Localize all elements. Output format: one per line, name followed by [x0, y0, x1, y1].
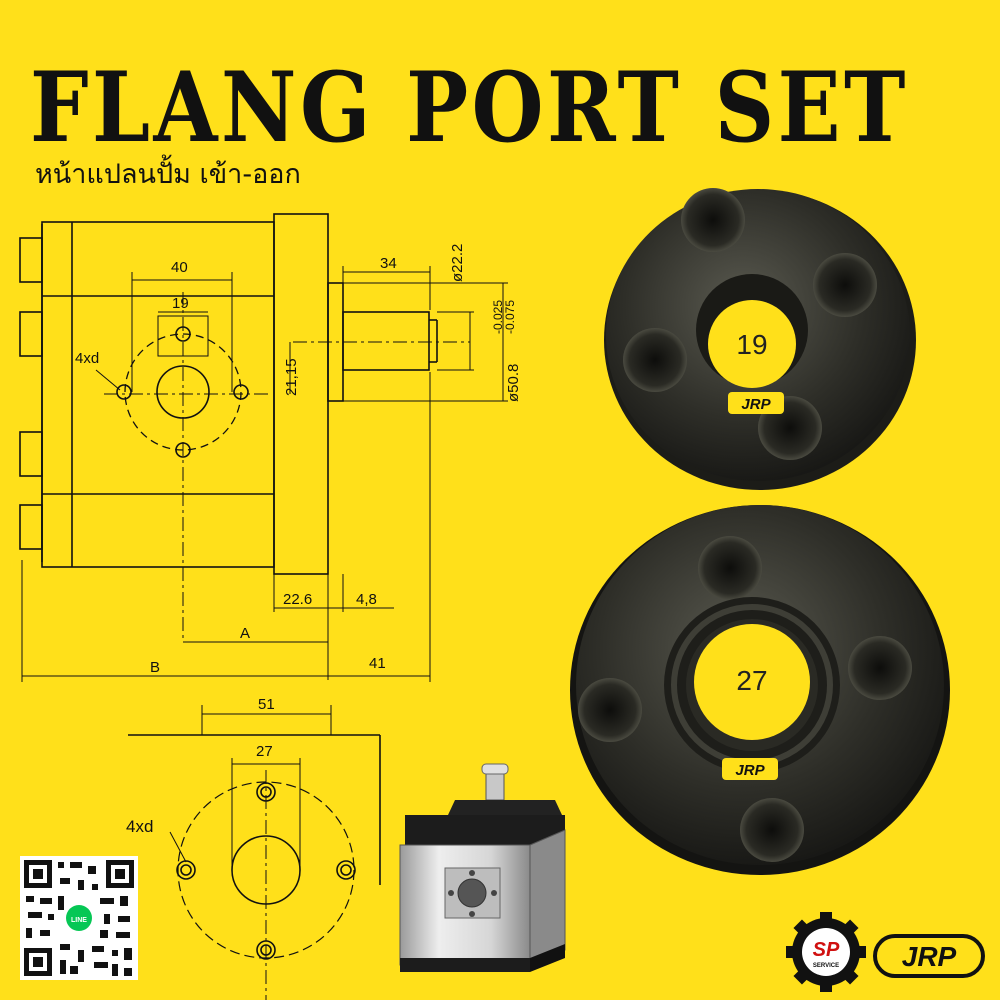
dim-27: 27	[256, 743, 273, 760]
dim-51: 51	[258, 696, 275, 713]
sp-logo-text: SP	[813, 939, 840, 961]
flange-19-label: 19	[736, 329, 767, 360]
flange-19-brand: JRP	[741, 396, 771, 413]
line-app-icon	[66, 905, 92, 931]
dim-21-15: 21,15	[283, 358, 300, 396]
dim-4-8: 4,8	[356, 591, 377, 608]
dim-B: B	[150, 659, 160, 676]
flange-27-bore	[694, 624, 810, 740]
line-icon-text: LINE	[71, 917, 87, 924]
flange-19-photo: 19 JRP	[604, 188, 916, 490]
flange-19-brand-badge	[728, 392, 784, 414]
sp-logo-subtext: SERVICE	[813, 963, 839, 969]
dim-50-8: ø50.8	[505, 364, 522, 402]
dim-19: 19	[172, 295, 189, 312]
tolerance-upper: -0.025	[491, 300, 505, 334]
flange-27-photo: 27 JRP	[570, 505, 950, 875]
jrp-logo-text: JRP	[902, 941, 957, 972]
tolerance-lower: -0.075	[503, 300, 517, 334]
dim-22-6: 22.6	[283, 591, 312, 608]
page-subtitle: หน้าแปลนปั้ม เข้า-ออก	[35, 159, 301, 190]
flange-27-brand-badge	[722, 758, 778, 780]
dim-4xd-bottom: 4xd	[126, 817, 153, 836]
dim-34: 34	[380, 255, 397, 272]
page-title: FLANG PORT SET	[30, 51, 909, 164]
dim-40: 40	[171, 259, 188, 276]
dim-41: 41	[369, 655, 386, 672]
flange-27-brand: JRP	[735, 762, 765, 779]
dim-A: A	[240, 625, 250, 642]
flange-27-label: 27	[736, 665, 767, 696]
flange-19-bore	[708, 300, 796, 388]
dim-22-2: ø22.2	[449, 244, 466, 282]
dim-4xd: 4xd	[75, 350, 99, 367]
